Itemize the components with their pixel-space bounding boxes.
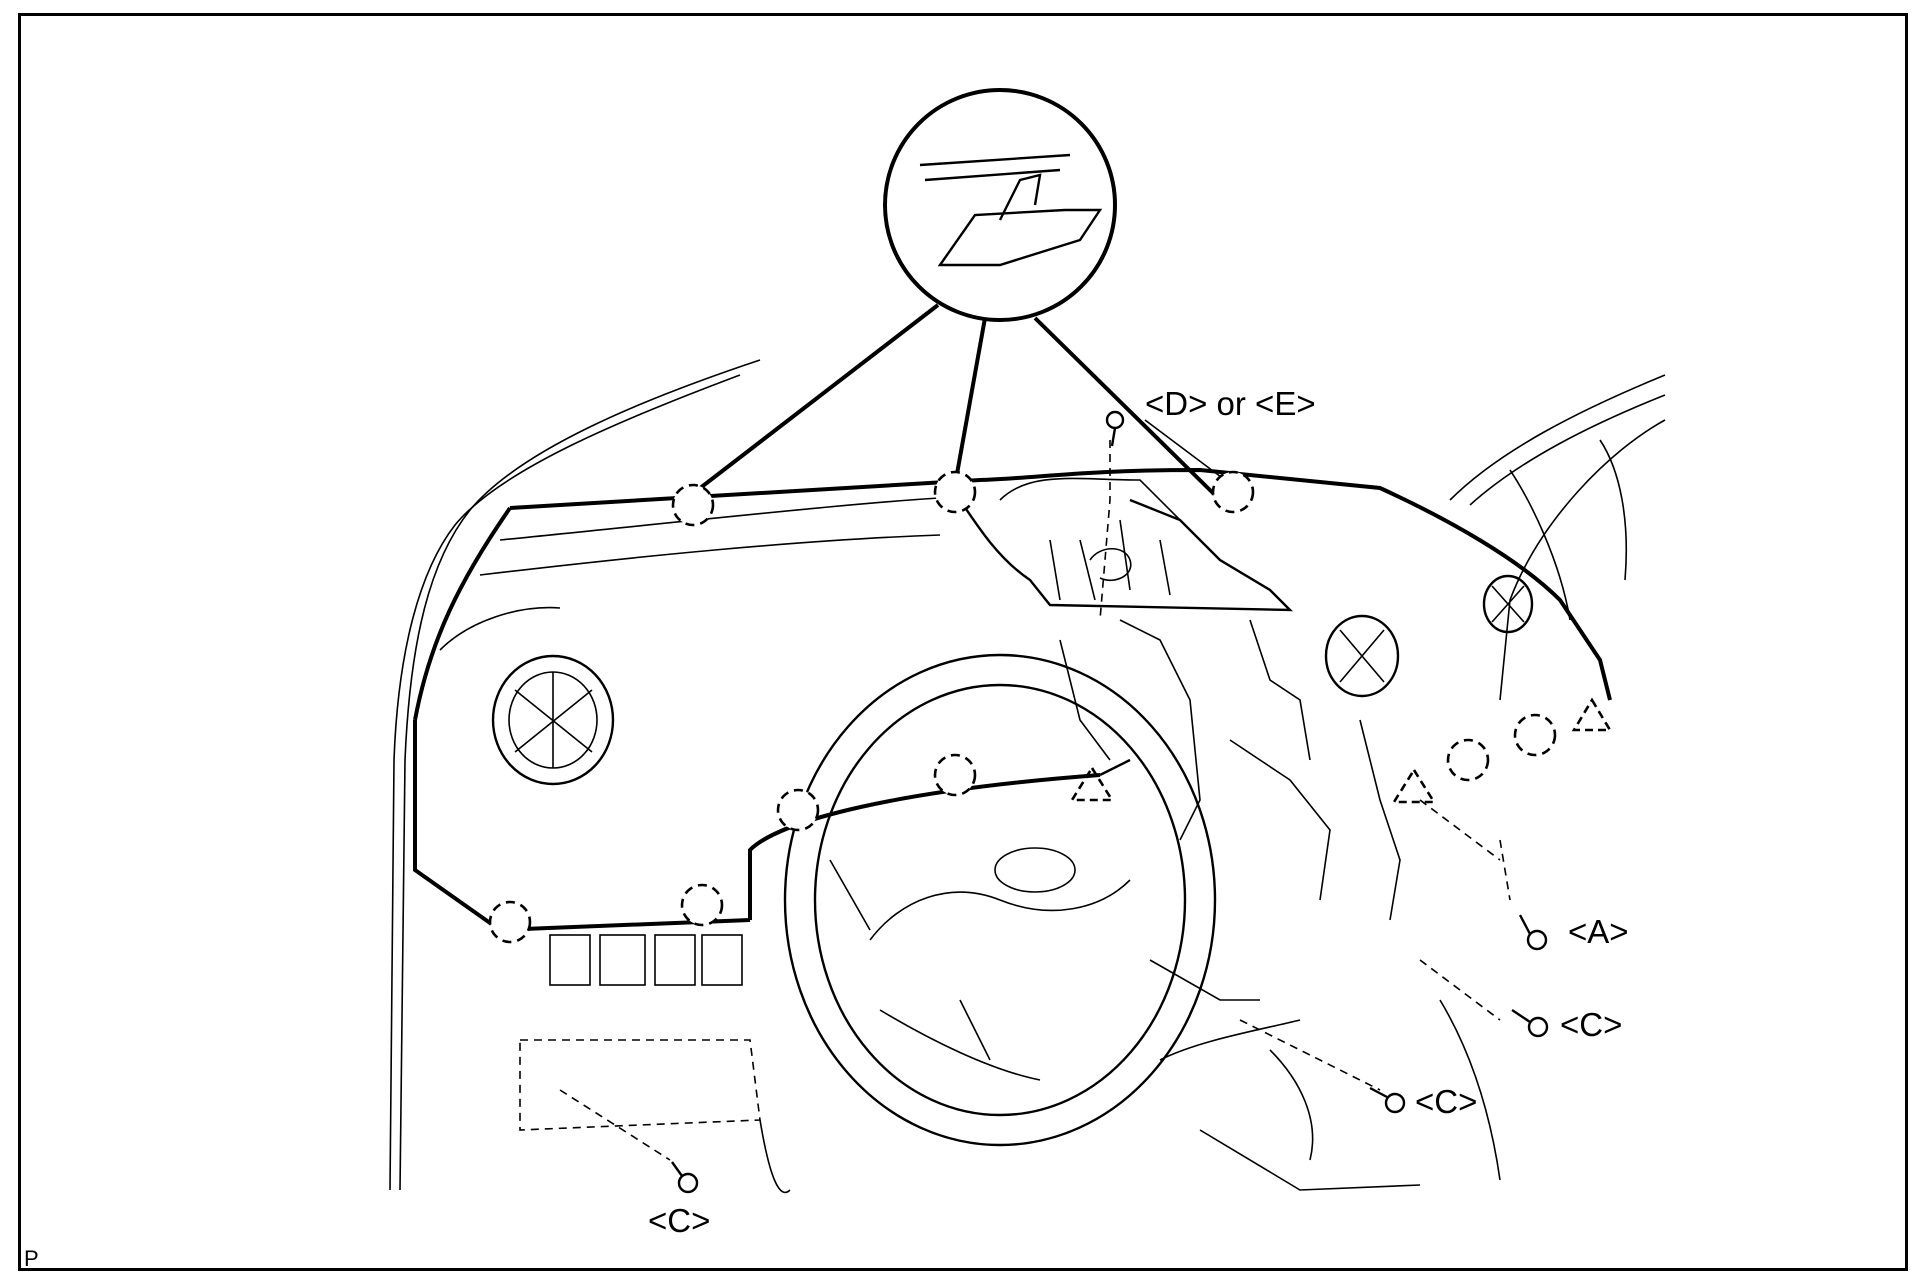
bolts: [671, 410, 1549, 1194]
steering-wheel: [783, 653, 1217, 1147]
left-air-vent: [439, 606, 615, 786]
clip-marker: [933, 470, 977, 514]
leader-lines: [559, 440, 1511, 1161]
clip-marker: [1211, 470, 1255, 514]
claw-markers: [1069, 697, 1613, 804]
claw-marker: [1571, 697, 1613, 732]
corner-mark: P: [24, 1246, 39, 1271]
bolt-a-icon: [1518, 914, 1548, 951]
figure-frame: [18, 13, 1908, 1271]
clip-marker: [1513, 713, 1557, 757]
instrument-panel-outline: [413, 467, 1612, 933]
callout-c-right-upper: <C>: [1560, 1006, 1622, 1043]
detail-magnifier: [693, 88, 1226, 497]
callout-d-or-e: <D> or <E>: [1145, 385, 1316, 422]
bolt-c-right-lower-icon: [1369, 1086, 1406, 1114]
callout-a: <A>: [1568, 913, 1629, 950]
right-air-vent: [1324, 574, 1534, 698]
clip-marker: [680, 883, 724, 927]
bolt-c-right-upper-icon: [1511, 1009, 1549, 1038]
claw-marker: [1069, 765, 1115, 802]
clip-marker: [671, 483, 715, 527]
body-outline: [389, 359, 1666, 1191]
bolt-d-or-e-icon: [1105, 410, 1125, 447]
claw-marker: [1391, 767, 1437, 804]
cluster-hood: [959, 477, 1293, 612]
clip-marker: [776, 788, 820, 832]
clip-marker: [933, 753, 977, 797]
clip-markers: [488, 470, 1557, 944]
callout-c-right-lower: <C>: [1415, 1083, 1477, 1120]
lower-dash: [519, 619, 1501, 1194]
clip-marker: [1446, 738, 1490, 782]
bolt-c-bottom-icon: [671, 1161, 699, 1194]
callout-c-bottom: <C>: [648, 1202, 710, 1239]
clip-marker: [488, 900, 532, 944]
